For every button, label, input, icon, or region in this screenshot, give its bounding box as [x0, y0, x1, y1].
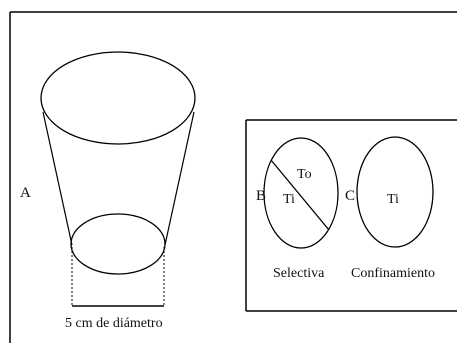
cup-bottom-ellipse — [70, 213, 166, 275]
circle-b-selectiva — [263, 137, 339, 249]
label-a: A — [20, 185, 31, 201]
label-to: To — [297, 167, 312, 182]
circle-c — [356, 136, 434, 248]
diameter-label: 5 cm de diámetro — [65, 316, 163, 331]
cup-left-side — [42, 111, 73, 246]
label-ti-c: Ti — [387, 192, 399, 207]
circle-b-divider — [270, 159, 330, 231]
cup-diagram-a — [40, 51, 196, 307]
cup-top-ellipse — [40, 51, 196, 145]
circle-b — [263, 137, 339, 249]
cup-right-side — [164, 111, 195, 246]
label-b: B — [256, 188, 266, 204]
label-c: C — [345, 188, 355, 204]
label-confinamiento: Confinamiento — [351, 266, 435, 281]
label-selectiva: Selectiva — [273, 266, 325, 281]
comparison-box — [245, 119, 457, 312]
label-ti-b: Ti — [283, 192, 295, 207]
